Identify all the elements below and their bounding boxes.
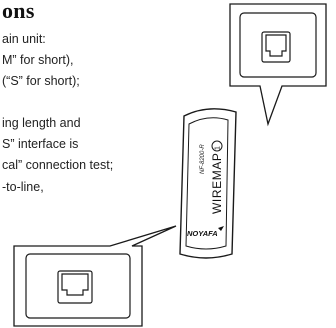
bottom-callout	[13, 225, 177, 327]
text-line: -to-line,	[2, 180, 44, 194]
text-line: M” for short),	[2, 53, 74, 67]
remote-unit: NF-8200-R 1 WIREMAP NOYAFA	[179, 108, 237, 259]
brand-logo: NOYAFA	[187, 226, 224, 238]
model-label: NF-8200-R	[200, 144, 206, 174]
section-heading: ons	[2, 0, 35, 23]
text-line: ing length and	[2, 116, 81, 130]
top-callout	[229, 3, 327, 127]
svg-text:NOYAFA: NOYAFA	[187, 229, 218, 238]
text-line: S” interface is	[2, 137, 79, 151]
text-line: ain unit:	[2, 32, 46, 46]
svg-text:1: 1	[215, 146, 222, 150]
badge-icon: 1	[211, 140, 223, 152]
device-label: WIREMAP	[210, 152, 224, 214]
rj45-port-icon	[57, 270, 93, 304]
rj45-port-icon	[261, 31, 291, 63]
text-line: (“S” for short);	[2, 74, 80, 88]
text-line: cal” connection test;	[2, 158, 114, 172]
